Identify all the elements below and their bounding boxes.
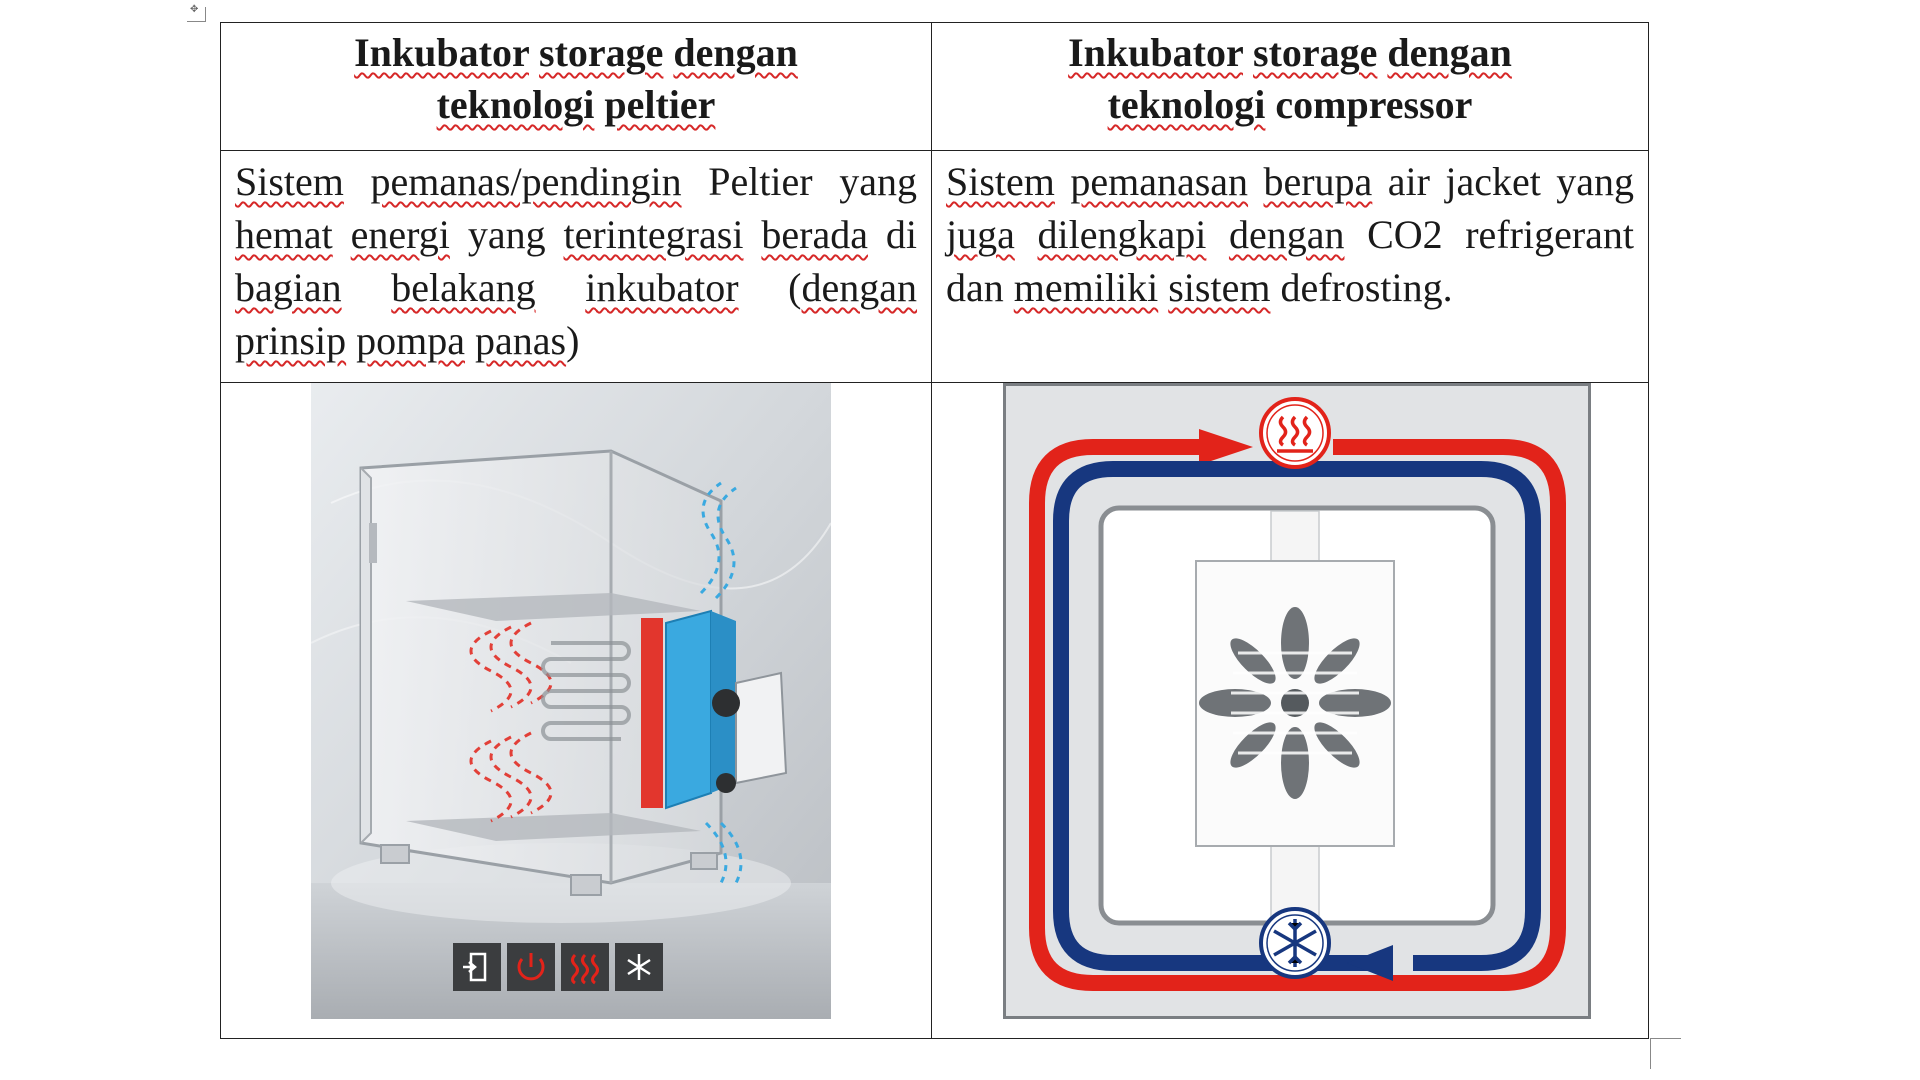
heating-icon [1259, 397, 1331, 469]
header-line: Inkubator storage dengan [1068, 30, 1512, 75]
heat-icon [571, 953, 599, 985]
control-button-heat[interactable] [561, 943, 609, 991]
header-cell-compressor[interactable]: Inkubator storage dengan teknologi compr… [931, 22, 1649, 151]
description-cell-peltier[interactable]: Sistem pemanas/pendingin Peltier yang he… [220, 150, 932, 383]
snowflake-icon [627, 954, 651, 980]
header-line: teknologi compressor [1107, 82, 1473, 127]
comparison-table: Inkubator storage dengan teknologi pelti… [220, 22, 1649, 1039]
description-row: Sistem pemanas/pendingin Peltier yang he… [220, 150, 1649, 383]
power-icon [517, 953, 545, 981]
image-cell-peltier[interactable] [220, 382, 932, 1039]
header-cell-peltier[interactable]: Inkubator storage dengan teknologi pelti… [220, 22, 932, 151]
door-icon [463, 952, 487, 982]
description-cell-compressor[interactable]: Sistem pemanasan berupa air jacket yang … [931, 150, 1649, 383]
peltier-incubator-image[interactable] [311, 383, 831, 1019]
control-button-door[interactable] [453, 943, 501, 991]
cooling-snowflake-icon [1259, 907, 1331, 979]
compressor-incubator-diagram[interactable] [1003, 383, 1591, 1019]
control-button-cool[interactable] [615, 943, 663, 991]
table-resize-handle[interactable] [1650, 1038, 1681, 1069]
header-line: teknologi peltier [436, 82, 716, 127]
image-row [220, 382, 1649, 1039]
header-row: Inkubator storage dengan teknologi pelti… [220, 22, 1649, 151]
table-move-handle[interactable] [187, 4, 206, 22]
header-line: Inkubator storage dengan [354, 30, 798, 75]
control-button-power[interactable] [507, 943, 555, 991]
image-cell-compressor[interactable] [931, 382, 1649, 1039]
